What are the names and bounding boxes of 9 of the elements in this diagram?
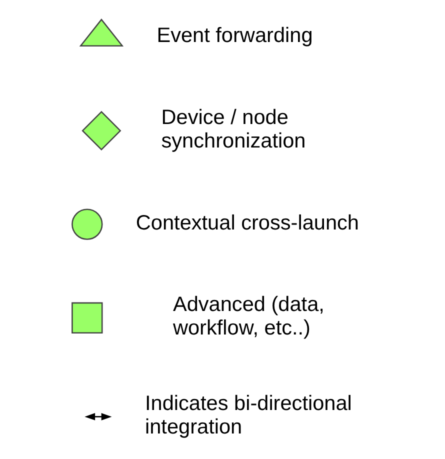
node-box bbox=[71, 302, 102, 334]
legend-label: Event forwarding bbox=[156, 24, 312, 48]
legend-label: Indicates bi-directional integration bbox=[144, 392, 352, 438]
legend-label: Contextual cross-launch bbox=[135, 211, 359, 234]
legend-label: Device / node synchronization bbox=[160, 106, 306, 152]
node-circle bbox=[71, 208, 102, 240]
node-triangle bbox=[78, 18, 124, 47]
node-diamond bbox=[81, 110, 121, 150]
legend-label: Advanced (data, workflow, etc..) bbox=[172, 293, 324, 340]
